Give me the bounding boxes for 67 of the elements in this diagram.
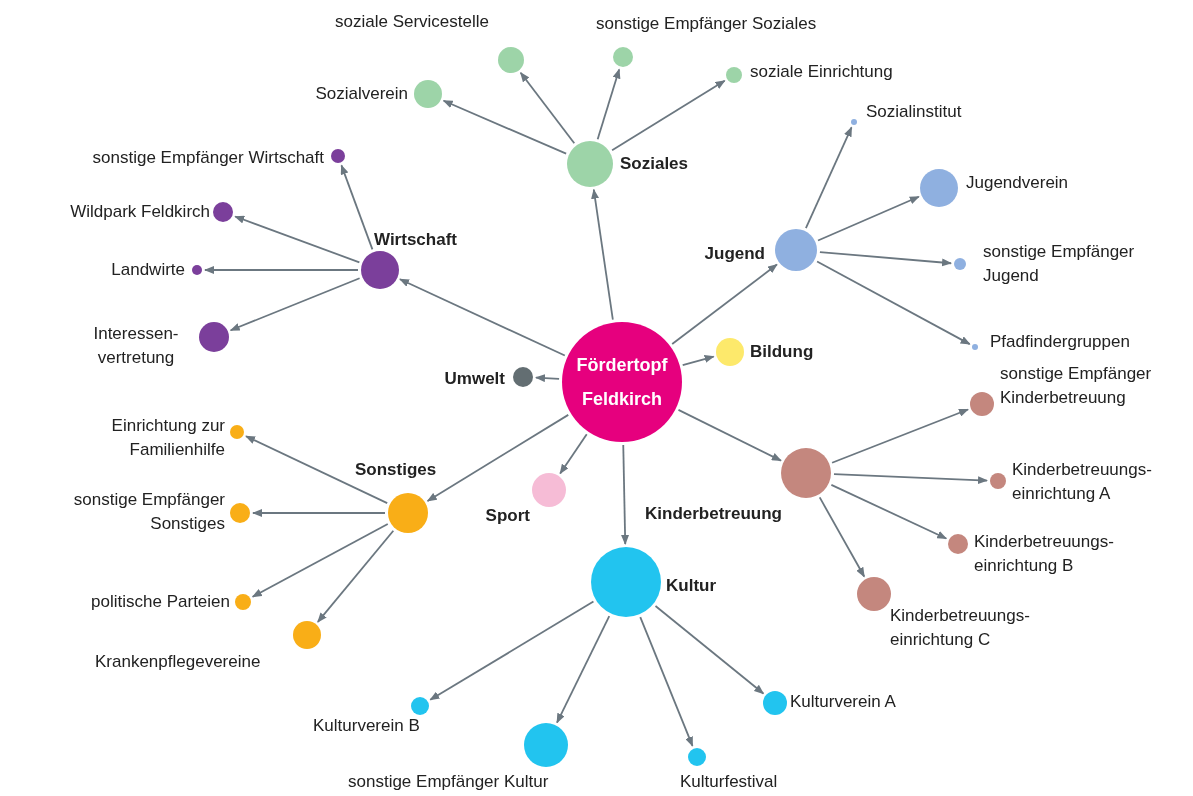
arrow: [654, 605, 765, 695]
recipient-label: sonstige Empfänger Jugend: [983, 241, 1136, 287]
category-label: Wirtschaft: [374, 229, 458, 251]
arrow: [611, 79, 726, 152]
recipient-label: Wildpark Feldkirch: [69, 201, 210, 223]
arrow: [426, 414, 570, 502]
arrow: [819, 251, 953, 267]
category-label: Umwelt: [443, 368, 505, 390]
arrow: [519, 71, 576, 145]
hub-label: Fördertopf Feldkirch: [575, 354, 669, 411]
arrow: [831, 408, 969, 464]
arrow: [442, 99, 568, 155]
category-label: Kultur: [666, 575, 718, 597]
recipient-label: Landwirte: [110, 259, 185, 281]
recipient-label: sonstige Empfänger Wirtschaft: [91, 147, 324, 169]
arrow: [681, 355, 715, 367]
category-label: Bildung: [750, 341, 815, 363]
arrow: [817, 195, 920, 242]
arrow: [229, 277, 361, 332]
recipient-label: Kulturverein B: [313, 715, 421, 737]
arrow: [833, 473, 988, 485]
arrow: [340, 164, 374, 251]
arrow: [671, 263, 778, 345]
recipient-label: Kinderbetreuungs-einrichtung C: [890, 605, 1031, 651]
recipient-label: Krankenpflegevereine: [95, 651, 262, 673]
category-label: Soziales: [620, 153, 690, 175]
recipient-label: Jugendverein: [966, 172, 1070, 194]
arrow: [245, 435, 389, 505]
recipient-label: Kulturverein A: [790, 691, 897, 713]
recipient-label: Kinderbetreuungs-einrichtung A: [1012, 459, 1153, 505]
arrow: [830, 483, 948, 540]
arrow: [559, 433, 588, 475]
arrow: [556, 615, 611, 724]
category-label: Jugend: [703, 243, 765, 265]
recipient-label: sonstige Empfänger Soziales: [596, 13, 818, 35]
arrow: [677, 409, 782, 462]
recipient-label: Kulturfestival: [680, 771, 779, 793]
arrow: [252, 509, 386, 517]
recipient-label: Sozialinstitut: [866, 101, 963, 123]
recipient-label: Kinderbetreuungs-einrichtung B: [974, 531, 1115, 577]
recipient-label: Pfadfindergruppen: [990, 331, 1131, 353]
arrow: [639, 616, 694, 747]
recipient-label: sonstige Empfänger Kultur: [348, 771, 550, 793]
arrow: [204, 266, 359, 274]
recipient-label: Interessen-vertretung: [92, 323, 180, 369]
recipient-label: soziale Einrichtung: [750, 61, 894, 83]
arrow: [816, 260, 971, 346]
arrow: [429, 600, 595, 701]
arrow: [316, 529, 395, 623]
recipient-label: soziale Servicestelle: [335, 11, 490, 33]
recipient-label: sonstige Empfänger Kinderbetreuung: [1000, 363, 1153, 409]
recipient-label: Sozialverein: [314, 83, 408, 105]
arrow: [251, 523, 389, 598]
arrow: [399, 278, 566, 357]
recipient-label: sonstige Empfänger Sonstiges: [72, 489, 225, 535]
recipient-label: Einrichtung zur Familienhilfe: [110, 415, 225, 461]
category-label: Kinderbetreuung: [645, 503, 783, 525]
arrow: [596, 68, 621, 141]
category-label: Sonstiges: [355, 459, 438, 481]
arrow: [535, 374, 560, 383]
arrow: [591, 188, 614, 321]
recipient-label: politische Parteien: [90, 591, 230, 613]
arrow: [818, 496, 866, 578]
arrow: [621, 444, 630, 545]
arrow: [234, 215, 361, 264]
category-label: Sport: [484, 505, 530, 527]
arrow: [805, 126, 853, 230]
